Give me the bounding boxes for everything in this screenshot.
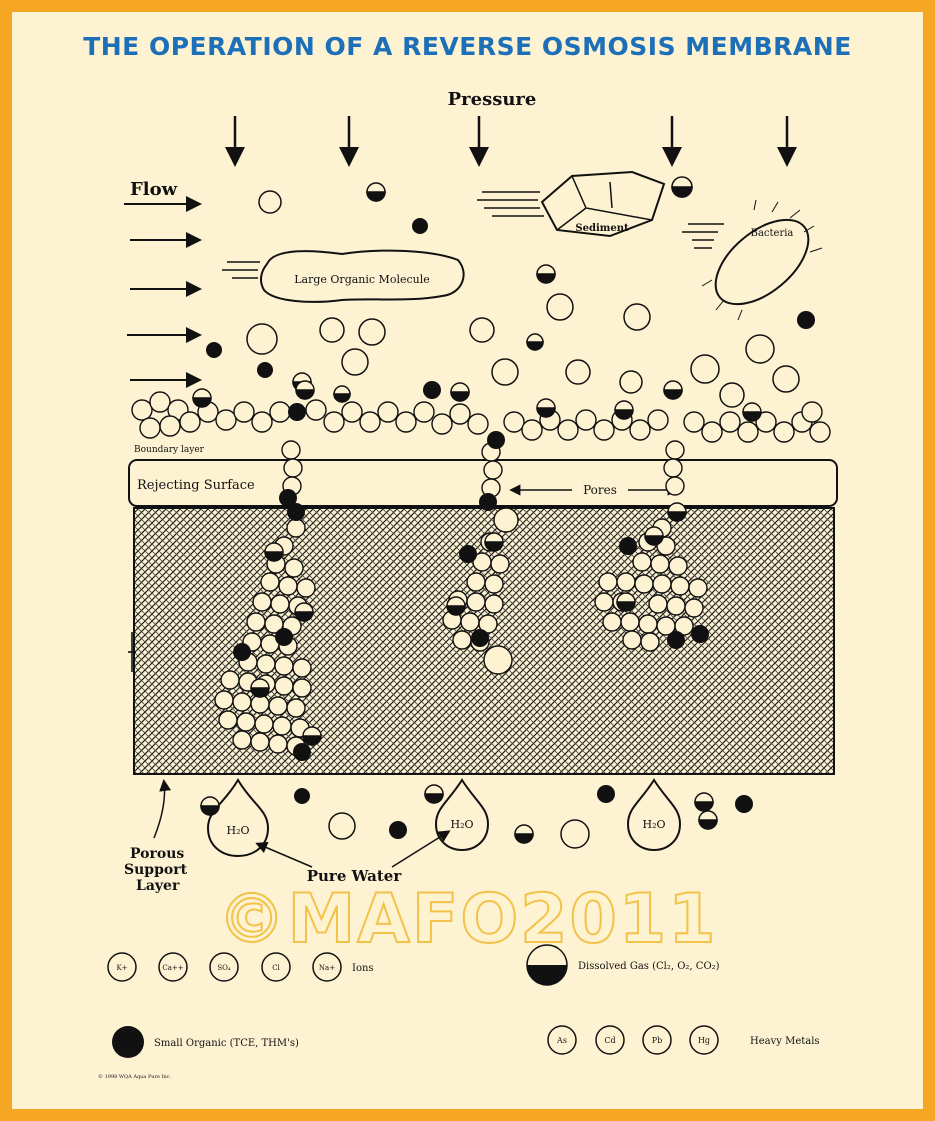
sediment-label: Sediment: [575, 223, 629, 234]
h2o-label-middle: H₂O: [450, 818, 473, 831]
legend-metal-3: Pb: [652, 1036, 663, 1045]
legend-ion-3: SO₄: [217, 964, 231, 972]
copyright-footer: © 1998 WQA Aqua Pure Inc.: [98, 1073, 171, 1080]
porous-support-layer-label-2: Support: [124, 862, 188, 878]
legend-ion-1: K+: [116, 964, 127, 972]
legend-ion-2: Ca++: [162, 964, 183, 972]
pressure-label: Pressure: [448, 89, 537, 110]
sediment: Sediment: [477, 172, 664, 236]
bacteria: Bacteria: [682, 200, 823, 320]
water-drop-middle: H₂O: [436, 780, 488, 850]
h2o-label-left: H₂O: [226, 824, 249, 837]
legend-heavy-metals-label: Heavy Metals: [750, 1036, 820, 1047]
legend-ion-5: Na+: [319, 964, 335, 972]
boundary-layer-label: Boundary layer: [134, 445, 205, 455]
pure-water-callout: Pure Water: [258, 832, 448, 885]
flow-label: Flow: [130, 179, 178, 200]
legend-metal-4: Hg: [698, 1036, 710, 1045]
legend-ions-label: Ions: [352, 963, 374, 974]
flow-arrows: [124, 204, 198, 380]
legend-metal-2: Cd: [604, 1036, 615, 1045]
legend-heavy-metals: As Cd Pb Hg Heavy Metals: [548, 1026, 820, 1054]
bacteria-label: Bacteria: [751, 228, 794, 239]
large-organic-molecule-label: Large Organic Molecule: [294, 273, 430, 286]
legend-small-organic-label: Small Organic (TCE, THM's): [154, 1038, 299, 1049]
pores-label: Pores: [583, 483, 617, 497]
pressure-arrows: [235, 116, 787, 162]
large-organic-molecule: Large Organic Molecule: [222, 251, 464, 302]
poster-frame: THE OPERATION OF A REVERSE OSMOSIS MEMBR…: [12, 12, 923, 1109]
legend-small-organic: Small Organic (TCE, THM's): [112, 1026, 299, 1058]
legend-metal-1: As: [556, 1036, 567, 1045]
legend-ion-4: Cl: [272, 964, 280, 972]
watermark: ©MAFO2011: [12, 880, 923, 959]
h2o-label-right: H₂O: [642, 818, 665, 831]
porous-support-layer-callout: Porous Support Layer: [124, 782, 188, 894]
water-drop-right: H₂O: [628, 780, 680, 850]
porous-support-layer-label-1: Porous: [130, 846, 184, 862]
legend-dissolved-gas-label: Dissolved Gas (Cl₂, O₂, CO₂): [578, 961, 720, 972]
rejecting-surface-label: Rejecting Surface: [137, 478, 255, 493]
legend: K+ Ca++ SO₄ Cl Na+ Ions Dissolved Gas (C…: [98, 945, 820, 1080]
